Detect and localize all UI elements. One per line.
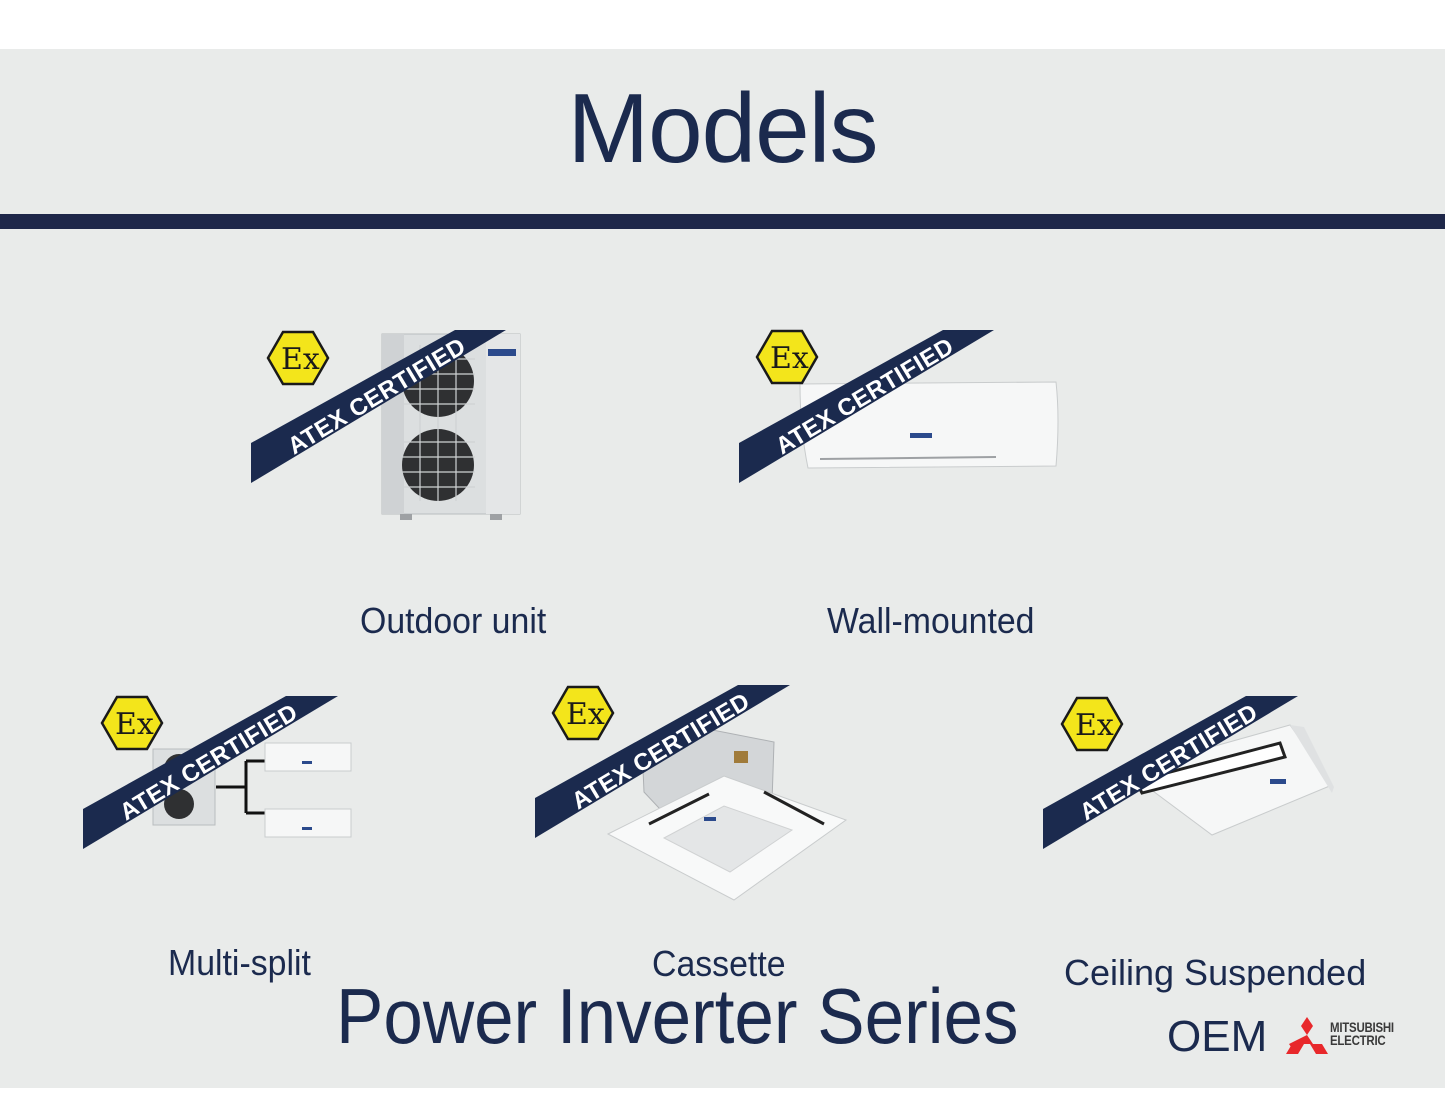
svg-text:Ex: Ex — [115, 707, 154, 742]
model-card-ceiling-suspended[interactable]: ATEX CERTIFIED Ex Ceiling Suspended — [1042, 645, 1372, 993]
svg-text:Ex: Ex — [566, 697, 605, 732]
wall-mounted-unit-icon: ATEX CERTIFIED Ex — [739, 329, 1059, 483]
atex-banner — [1043, 696, 1298, 849]
atex-banner — [535, 685, 790, 838]
mitsubishi-diamonds-icon — [1286, 1017, 1328, 1054]
atex-banner — [251, 330, 506, 483]
atex-banner — [739, 330, 994, 483]
model-card-cassette[interactable]: ATEX CERTIFIED Ex Cassette — [534, 634, 854, 984]
logo-text-line: MITSUBISHI — [1330, 1019, 1394, 1035]
page-title: Models — [567, 73, 879, 183]
outdoor-unit-icon: ATEX CERTIFIED Ex — [251, 330, 521, 520]
slide: Models — [0, 49, 1445, 1088]
model-card-multi-split[interactable]: ATEX CERTIFIED Ex Multi-split — [82, 645, 382, 983]
svg-text:Ex: Ex — [281, 342, 320, 377]
ex-hazard-icon: Ex — [100, 695, 164, 751]
ex-hazard-icon: Ex — [1060, 696, 1124, 752]
atex-banner — [83, 696, 338, 849]
model-caption: Outdoor unit — [360, 600, 547, 641]
model-caption: Ceiling Suspended — [1064, 952, 1367, 993]
title-divider — [0, 214, 1445, 229]
ex-hazard-icon: Ex — [755, 329, 819, 385]
mitsubishi-electric-logo: MITSUBISHI ELECTRIC — [1286, 1015, 1416, 1059]
ex-hazard-icon: Ex — [266, 330, 330, 386]
model-caption: Wall-mounted — [827, 600, 1035, 641]
ceiling-suspended-unit-icon: ATEX CERTIFIED Ex — [1043, 696, 1334, 849]
cassette-illustration — [606, 723, 848, 901]
model-card-outdoor[interactable]: ATEX CERTIFIED Ex Outdoor unit — [250, 279, 570, 641]
cassette-unit-icon: ATEX CERTIFIED Ex — [535, 685, 848, 901]
oem-label: OEM — [1167, 1012, 1268, 1061]
model-caption: Multi-split — [168, 942, 311, 983]
svg-text:Ex: Ex — [1075, 708, 1114, 743]
series-title: Power Inverter Series — [336, 972, 1019, 1060]
model-card-wall-mounted[interactable]: ATEX CERTIFIED Ex Wall-mounted — [738, 279, 1078, 641]
ex-hazard-icon: Ex — [551, 685, 615, 741]
logo-text-line: ELECTRIC — [1330, 1032, 1386, 1048]
svg-text:Ex: Ex — [770, 341, 809, 376]
multi-split-icon: ATEX CERTIFIED Ex — [83, 695, 352, 849]
model-caption: Cassette — [652, 943, 786, 984]
